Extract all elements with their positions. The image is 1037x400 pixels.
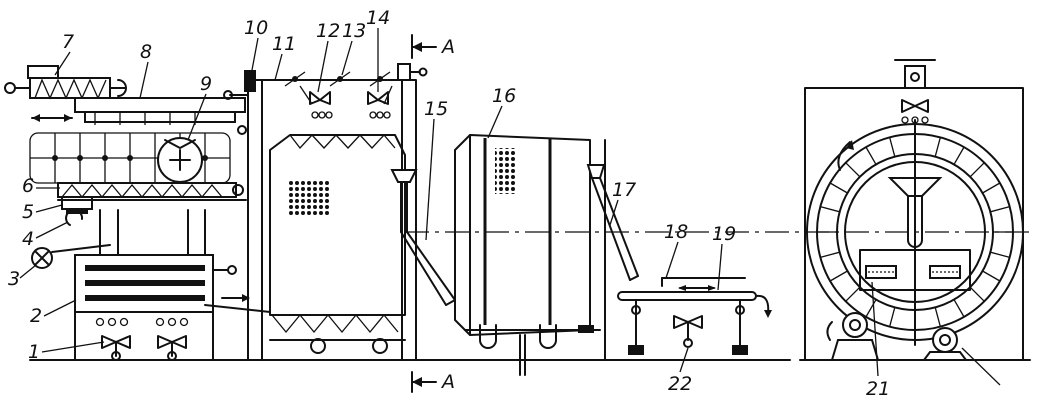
drum-spoke xyxy=(829,270,848,282)
drum-spoke xyxy=(889,137,896,157)
label-11: 11 xyxy=(272,33,296,55)
label-15: 15 xyxy=(424,98,448,120)
label-2: 2 xyxy=(30,305,42,327)
oven-2 xyxy=(74,254,237,361)
label-1: 1 xyxy=(28,341,40,363)
drum-spoke xyxy=(953,299,965,318)
section-view xyxy=(804,59,1024,361)
label-17: 17 xyxy=(612,179,636,201)
drum-spoke xyxy=(953,146,965,165)
label-10: 10 xyxy=(244,17,268,39)
label-4: 4 xyxy=(22,228,34,250)
mixer-9 xyxy=(157,137,203,183)
drum-spoke xyxy=(820,206,840,213)
label-13: 13 xyxy=(342,20,366,42)
drum-spoke xyxy=(982,270,1001,282)
part-labels: 7 8 9 6 5 4 3 2 1 10 11 12 13 14 15 16 1… xyxy=(8,7,1001,400)
section-mark-bottom: A xyxy=(411,371,455,393)
drum-spoke xyxy=(990,206,1010,213)
drum-spoke xyxy=(865,146,877,165)
label-7: 7 xyxy=(62,31,74,53)
section-mark-top: A xyxy=(411,34,455,59)
transfer-belt xyxy=(204,304,271,313)
dispenser-5 xyxy=(57,196,247,214)
label-19: 19 xyxy=(712,223,736,245)
chute-17 xyxy=(586,164,639,281)
inner-chamber xyxy=(269,134,406,354)
drum-spoke xyxy=(934,307,941,327)
feeder-screw-7 xyxy=(4,65,127,100)
screw-conveyor-6 xyxy=(57,182,244,199)
drum-spoke xyxy=(845,162,861,178)
section-label-bottom: A xyxy=(440,371,455,393)
label-21: 21 xyxy=(866,378,890,400)
drum-16 xyxy=(454,134,606,376)
label-9: 9 xyxy=(200,73,212,95)
drum-spoke xyxy=(889,307,896,327)
drum-spoke xyxy=(845,286,861,302)
roller-3 xyxy=(31,244,111,269)
drum-spoke xyxy=(820,251,840,258)
drum-spoke xyxy=(934,137,941,157)
drum-spoke xyxy=(990,251,1010,258)
label-6: 6 xyxy=(22,175,34,197)
label-22: 22 xyxy=(668,373,692,395)
top-valves xyxy=(261,63,428,119)
section-label-top: A xyxy=(440,36,455,58)
label-8: 8 xyxy=(140,41,152,63)
drum-spoke xyxy=(969,286,985,302)
label-16: 16 xyxy=(492,85,516,107)
hopper-8 xyxy=(31,97,247,135)
drum-spoke xyxy=(829,182,848,194)
drum-spoke xyxy=(982,182,1001,194)
grid-frame xyxy=(29,132,231,184)
label-14: 14 xyxy=(366,7,390,29)
chute-15 xyxy=(390,169,456,306)
label-3: 3 xyxy=(8,268,20,290)
label-18: 18 xyxy=(664,221,688,243)
drum-spoke xyxy=(865,299,877,318)
leader-unlabeled xyxy=(961,347,1001,386)
drum-spoke xyxy=(969,162,985,178)
label-12: 12 xyxy=(316,20,340,42)
dryer-chamber-11 xyxy=(223,70,417,361)
conveyor-19 xyxy=(617,277,772,355)
label-5: 5 xyxy=(22,201,34,223)
